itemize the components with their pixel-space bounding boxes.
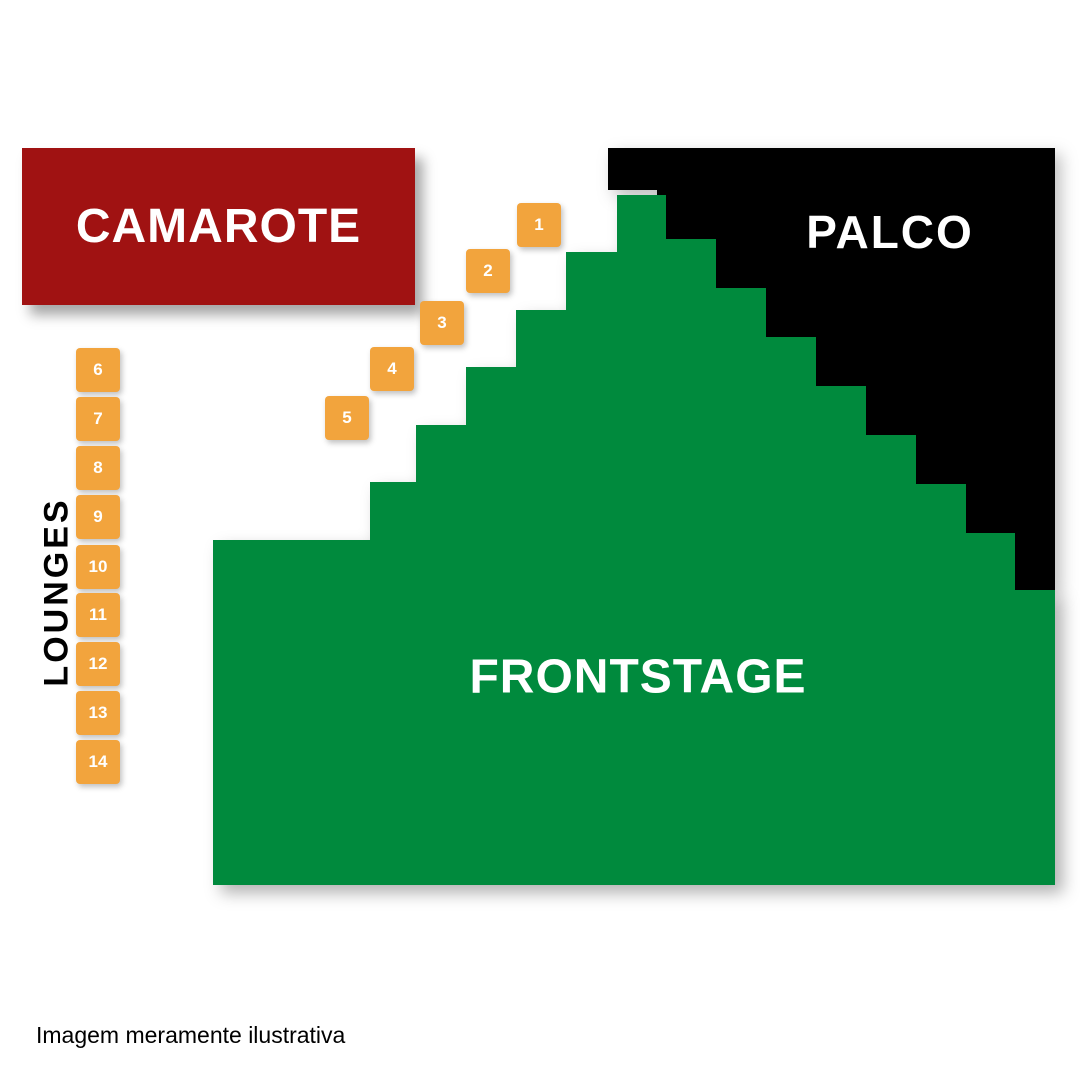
lounge-marker-13: 13	[76, 691, 120, 735]
lounge-marker-10: 10	[76, 545, 120, 589]
lounges-label: LOUNGES	[37, 497, 76, 687]
lounge-marker-8: 8	[76, 446, 120, 490]
zone-marker-5: 5	[325, 396, 369, 440]
camarote-label: CAMAROTE	[75, 200, 362, 253]
lounge-marker-14: 14	[76, 740, 120, 784]
palco-region-shape	[608, 148, 1055, 590]
camarote-region: CAMAROTE	[22, 148, 415, 305]
zone-marker-3: 3	[420, 301, 464, 345]
frontstage-label: FRONTSTAGE	[469, 650, 807, 704]
lounge-marker-11: 11	[76, 593, 120, 637]
frontstage-region-shape	[213, 195, 1055, 885]
palco-label: PALCO	[806, 206, 974, 258]
zone-marker-2: 2	[466, 249, 510, 293]
disclaimer-text: Imagem meramente ilustrativa	[36, 1022, 346, 1048]
lounge-marker-12: 12	[76, 642, 120, 686]
zone-marker-1: 1	[517, 203, 561, 247]
lounge-marker-7: 7	[76, 397, 120, 441]
lounge-marker-6: 6	[76, 348, 120, 392]
zone-marker-4: 4	[370, 347, 414, 391]
lounge-marker-9: 9	[76, 495, 120, 539]
